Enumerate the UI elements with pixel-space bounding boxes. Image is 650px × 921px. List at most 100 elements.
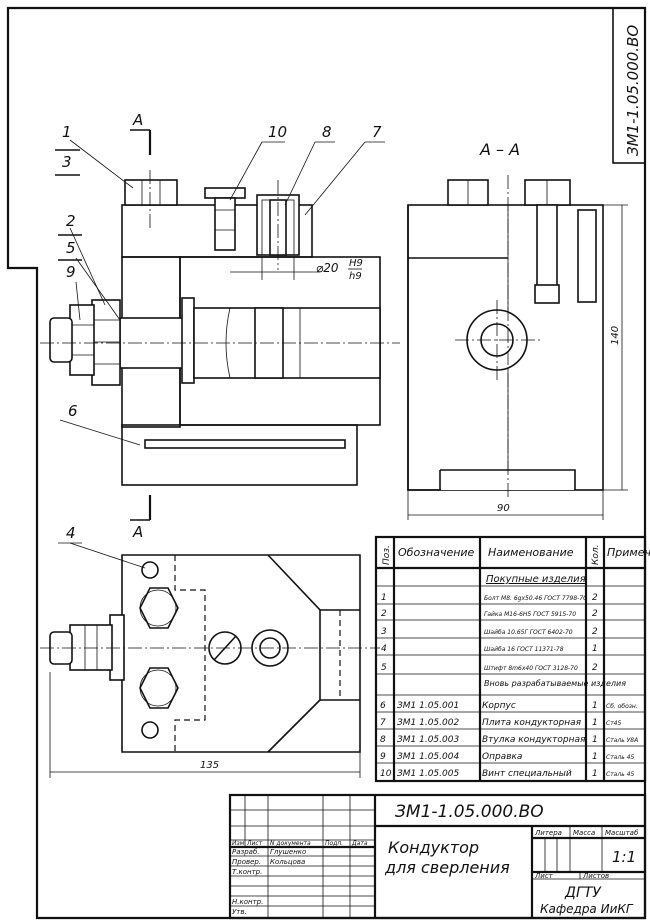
spec-h-qty: Кол. [591, 544, 601, 565]
spec-row-designation: ЗМ1 1.05.001 [397, 701, 459, 711]
spec-row-pos: 1 [381, 593, 387, 603]
spec-section-purchased: Покупные изделия [486, 574, 586, 585]
spec-row-pos: 3 [381, 627, 387, 637]
spec-row-name: Винт специальный [482, 769, 572, 779]
spec-row-qty: 1 [592, 644, 598, 654]
tb-h-izm: Изм [232, 840, 245, 847]
spec-row-pos: 5 [381, 663, 387, 673]
tb-h-doc: N документа [270, 840, 311, 847]
tb-role: Разраб. [232, 848, 260, 856]
spec-row-name: Плита кондукторная [482, 718, 582, 728]
spec-h-name: Наименование [488, 546, 574, 559]
spec-table [374, 535, 647, 783]
title-block [228, 793, 647, 920]
rotated-code-box [612, 7, 646, 164]
spec-h-note: Примеч. [607, 546, 650, 559]
section-view: 90 140 [407, 175, 628, 520]
front-view [40, 170, 400, 486]
spec-row-note: Сб. обозн. [606, 703, 638, 710]
section-mark-bottom: А [132, 523, 143, 541]
fit-h9b: h9 [349, 271, 362, 282]
spec-row-qty: 2 [592, 663, 598, 673]
spec-row-qty: 1 [592, 735, 598, 745]
title-col-mass: Масса [573, 829, 595, 837]
spec-row-qty: 1 [592, 769, 598, 779]
tb-person: Глушенко [270, 848, 306, 856]
spec-row-note: Ст45 [606, 720, 622, 727]
pos-5: 5 [66, 239, 76, 257]
tb-h-list: Лист [246, 840, 263, 847]
pos-4: 4 [66, 524, 76, 542]
tb-role: Утв. [232, 908, 247, 916]
tb-h-date: Дата [351, 840, 368, 847]
spec-row-designation: ЗМ1 1.05.003 [397, 735, 459, 745]
rotated-drawing-code: ЗМ1-1.05.000.ВО [624, 25, 642, 156]
dim-90: 90 [497, 503, 510, 514]
spec-row-name: Гайка М16-6Н5 ГОСТ 5915-70 [484, 611, 576, 618]
fit-dimension: ⌀20 H9 h9 [230, 257, 363, 282]
tb-role: Т.контр. [232, 868, 262, 876]
spec-row-name: Корпус [482, 701, 516, 711]
spec-row-qty: 2 [592, 627, 598, 637]
spec-row-pos: 8 [380, 735, 386, 745]
pos-7: 7 [372, 123, 382, 141]
spec-row-name: Шайба 10.65Г ГОСТ 6402-70 [484, 629, 573, 636]
spec-row-pos: 9 [380, 752, 386, 762]
spec-row-qty: 2 [592, 593, 598, 603]
leaders-front: 1 3 2 5 9 6 10 8 7 [55, 123, 385, 446]
pos-6: 6 [68, 402, 78, 420]
fit-h9a: H9 [349, 258, 363, 269]
pos-8: 8 [322, 123, 332, 141]
spec-h-designation: Обозначение [398, 546, 475, 559]
spec-row-note: Сталь У8А [606, 737, 638, 744]
spec-row-designation: ЗМ1 1.05.005 [397, 769, 459, 779]
title-scale: 1:1 [612, 848, 636, 866]
title-col-lit: Литера [534, 829, 562, 837]
spec-row-name: Штифт 8m6x40 ГОСТ 3128-70 [484, 665, 578, 672]
spec-row-name: Втулка кондукторная [482, 735, 586, 745]
fit-dim: ⌀20 [316, 261, 339, 275]
spec-row-note: Сталь 45 [606, 754, 634, 761]
spec-section-made: Вновь разрабатываемые изделия [484, 679, 626, 688]
spec-row-pos: 2 [381, 609, 387, 619]
tb-role: Н.контр. [232, 898, 263, 906]
title-code: ЗМ1-1.05.000.ВО [395, 802, 544, 822]
pos-2: 2 [66, 212, 76, 230]
spec-row-name: Болт М8. 6gx50.46 ГОСТ 7798-70 [484, 595, 587, 602]
spec-row-pos: 4 [381, 644, 387, 654]
tb-person: Кольцова [270, 858, 305, 866]
title-name-1: Кондуктор [388, 838, 479, 857]
pos-3: 3 [62, 153, 72, 171]
title-sheets: Листов [582, 872, 609, 880]
spec-row-designation: ЗМ1 1.05.004 [397, 752, 459, 762]
spec-row-pos: 10 [380, 769, 392, 779]
spec-row-qty: 2 [592, 609, 598, 619]
top-view: 4 135 [40, 524, 380, 778]
title-org1: ДГТУ [564, 885, 602, 901]
spec-row-pos: 6 [380, 701, 386, 711]
spec-row-name: Оправка [482, 752, 522, 762]
title-name-2: для сверления [384, 858, 510, 877]
pos-10: 10 [268, 123, 287, 141]
spec-row-note: Сталь 45 [606, 771, 634, 778]
section-title: А – А [479, 140, 520, 159]
spec-row-pos: 7 [380, 718, 386, 728]
dim-135: 135 [200, 760, 219, 771]
spec-row-name: Шайба 16 ГОСТ 11371-78 [484, 646, 564, 653]
spec-row-qty: 1 [592, 752, 598, 762]
title-sheet: Лист [534, 872, 554, 880]
spec-row-designation: ЗМ1 1.05.002 [397, 718, 459, 728]
tb-role: Провер. [232, 858, 261, 866]
section-mark-top: А [132, 111, 143, 129]
dim-140: 140 [610, 326, 621, 345]
pos-9: 9 [66, 263, 76, 281]
spec-row-qty: 1 [592, 701, 598, 711]
title-org2: Кафедра ИиКГ [540, 902, 634, 916]
pos-1: 1 [62, 123, 72, 141]
tb-h-sign: Подп. [325, 840, 343, 847]
spec-row-qty: 1 [592, 718, 598, 728]
